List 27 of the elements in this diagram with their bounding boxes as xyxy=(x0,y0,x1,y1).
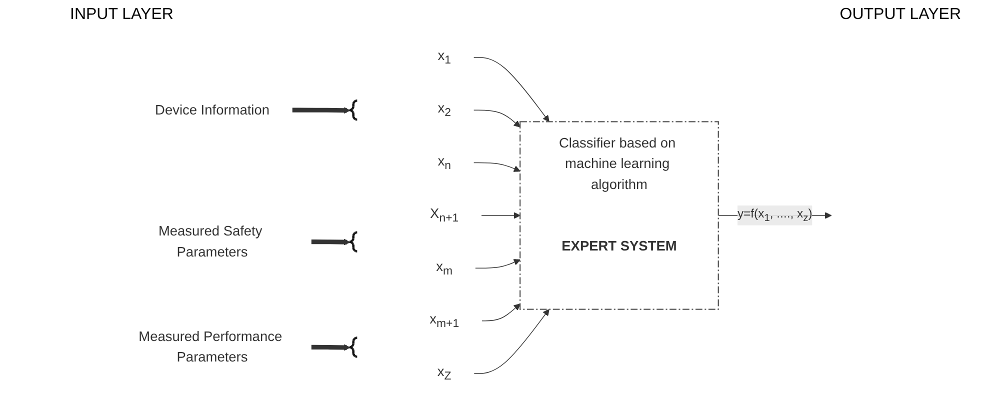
node-brace xyxy=(348,99,359,121)
arrow xyxy=(474,162,521,172)
node-text: x$_{n}$ xyxy=(438,153,452,172)
arrow xyxy=(475,259,521,269)
node-box: Classifier based on machine learning algorithm EXPERT SYSTEM xyxy=(520,121,720,310)
node-brace xyxy=(348,231,359,253)
node-text: x$_{1}$ xyxy=(438,48,452,67)
arrow xyxy=(474,57,550,122)
arrow xyxy=(482,212,521,219)
node-text: Measured Safety Parameters xyxy=(158,224,263,260)
node-text: X$_{n+1}$ xyxy=(430,206,460,225)
node-brace xyxy=(348,336,359,358)
arrow xyxy=(312,238,351,246)
arrow xyxy=(482,304,521,322)
layer-heading: INPUT LAYER xyxy=(70,6,174,25)
node-text: Measured Performance Parameters xyxy=(139,328,282,365)
node-text: x$_{2}$ xyxy=(438,100,452,120)
node-text: x$_{m}$ xyxy=(436,258,453,278)
node-text: x$_{m+1}$ xyxy=(430,311,460,330)
layer-heading: OUTPUT LAYER xyxy=(840,6,961,25)
node-text: Device Information xyxy=(155,102,270,118)
arrow xyxy=(292,107,351,114)
edge-label: y=f(x$_{1}$, ...., x$_{z}$) xyxy=(738,208,813,224)
arrow xyxy=(312,344,351,351)
node-text: x$_{Z}$ xyxy=(438,364,452,383)
arrow xyxy=(474,110,521,128)
arrow xyxy=(474,308,550,374)
